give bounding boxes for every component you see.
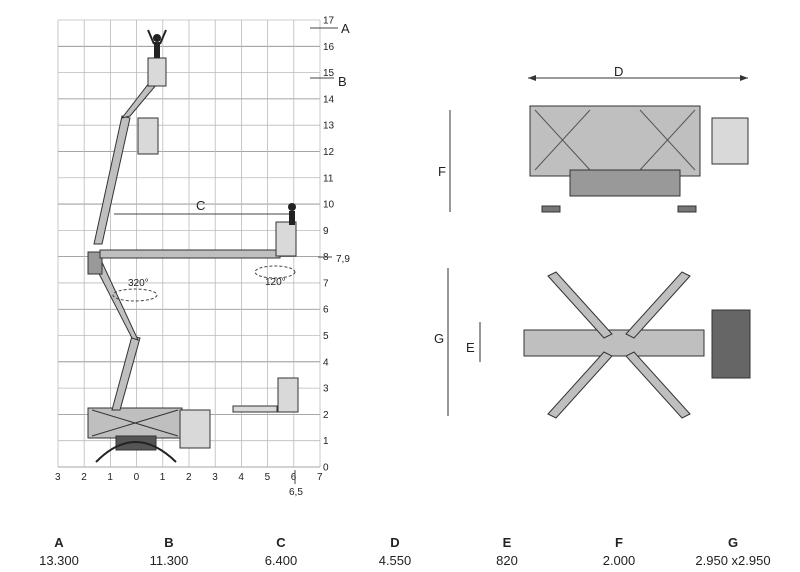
spec-c-key: C [276, 535, 286, 550]
boom-horizontal [99, 221, 297, 259]
label-a: A [341, 21, 350, 36]
height-tick-label: 7 [323, 278, 329, 289]
label-b: B [338, 74, 347, 89]
height-tick-label: 5 [323, 331, 329, 342]
outreach-tick-label: 7 [317, 472, 323, 483]
outreach-tick-label: 1 [107, 472, 113, 483]
spec-e-key: E [502, 535, 512, 550]
spec-d-value: 4.550 [378, 553, 412, 568]
rotation-label-320: 320° [128, 278, 149, 289]
outreach-tick-label: 2 [81, 472, 87, 483]
height-tick-label: 8 [323, 252, 329, 263]
spec-g-value: 2.950 x2.950 [695, 553, 771, 568]
rotation-ellipse-right [254, 265, 296, 279]
outreach-tick-label: 5 [265, 472, 271, 483]
base-chassis [87, 407, 211, 463]
height-tick-label: 14 [323, 94, 335, 105]
side-view: D F [438, 64, 749, 213]
height-tick-label: 2 [323, 410, 329, 421]
spec-a: A 13.300 [4, 535, 114, 568]
label-c: C [196, 198, 205, 213]
operator-figure-side [288, 203, 296, 225]
top-view: G E [434, 268, 751, 419]
outreach-tick-label: 4 [238, 472, 244, 483]
height-tick-label: 6 [323, 305, 329, 316]
spec-f: F 2.000 [564, 535, 674, 568]
outreach-tick-label: 0 [134, 472, 140, 483]
spec-a-value: 13.300 [39, 553, 79, 568]
side-view-machine [529, 105, 749, 213]
operator-figure-top [147, 29, 167, 58]
spec-f-value: 2.000 [602, 553, 636, 568]
range-grid [57, 19, 321, 468]
height-tick-label: 10 [323, 200, 335, 211]
spec-d: D 4.550 [340, 535, 450, 568]
spec-c-value: 6.400 [264, 553, 298, 568]
outreach-tick-label: 6 [291, 472, 297, 483]
spec-e-value: 820 [496, 553, 518, 568]
label-e: E [466, 340, 475, 355]
height-tick-label: 16 [323, 42, 335, 53]
spec-g-key: G [727, 535, 739, 550]
spec-c: C 6.400 [226, 535, 336, 568]
height-tick-label: 13 [323, 121, 335, 132]
outreach-tick-label: 2 [186, 472, 192, 483]
spec-b: B 11.300 [114, 535, 224, 568]
rotation-label-120: 120° [265, 277, 286, 288]
label-6-5: 6,5 [289, 487, 303, 498]
basket-low-right [232, 377, 299, 413]
height-tick-label: 11 [323, 173, 334, 184]
height-tick-label: 17 [323, 16, 335, 27]
spec-b-value: 11.300 [149, 553, 189, 568]
outreach-axis: 3 2 1 0 1 2 3 4 5 6 7 [55, 472, 323, 483]
height-tick-label: 0 [323, 463, 329, 474]
outreach-tick-label: 1 [160, 472, 166, 483]
height-tick-label: 9 [323, 226, 329, 237]
spec-e: E 820 [452, 535, 562, 568]
boom-vertical [87, 57, 167, 411]
rotation-ellipse-left [112, 288, 158, 302]
outreach-tick-label: 3 [212, 472, 218, 483]
height-tick-label: 1 [323, 436, 329, 447]
spec-f-key: F [615, 535, 623, 550]
spec-g: G 2.950 x2.950 [678, 535, 788, 568]
height-tick-label: 12 [323, 147, 335, 158]
label-g: G [434, 331, 444, 346]
label-d: D [614, 64, 623, 79]
height-tick-label: 4 [323, 357, 329, 368]
outreach-tick-label: 3 [55, 472, 61, 483]
spec-b-key: B [164, 535, 174, 550]
spec-d-key: D [390, 535, 400, 550]
top-view-machine [523, 271, 751, 419]
height-tick-label: 3 [323, 384, 329, 395]
label-7-9: 7,9 [336, 254, 350, 265]
spec-a-key: A [54, 535, 64, 550]
height-tick-label: 15 [323, 68, 335, 79]
label-f: F [438, 164, 446, 179]
